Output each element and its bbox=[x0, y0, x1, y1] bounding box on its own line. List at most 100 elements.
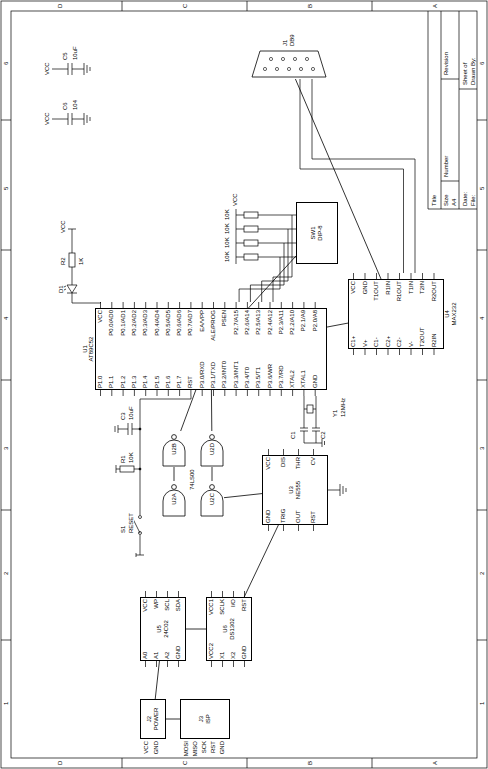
capacitor-symbol bbox=[52, 113, 90, 125]
pin-stub bbox=[157, 390, 158, 396]
gate-bubble bbox=[172, 435, 177, 440]
wire-connector bbox=[327, 323, 348, 327]
pin-name: A2 bbox=[164, 652, 170, 659]
pin-stub bbox=[156, 661, 157, 667]
led-wire bbox=[68, 229, 101, 303]
pin-stub bbox=[258, 390, 259, 396]
pin-name: SCLK bbox=[219, 599, 225, 615]
pin-name: VCC bbox=[143, 741, 149, 754]
pin-name: P0.6/AD6 bbox=[176, 310, 182, 336]
pin-name: P0.0/AD0 bbox=[108, 310, 114, 336]
zone-number: 3 bbox=[3, 447, 9, 450]
pin-name: P1.6 bbox=[165, 376, 171, 388]
pin-stub bbox=[145, 390, 146, 396]
gate-body bbox=[163, 490, 185, 516]
pin-name: P1.2 bbox=[120, 376, 126, 388]
part-reference: D1 bbox=[58, 285, 64, 293]
pin-name: P2.1/A9 bbox=[300, 310, 306, 331]
part-reference: J3 bbox=[198, 716, 205, 722]
part-reference: U2B bbox=[171, 443, 178, 455]
pin-stub bbox=[233, 661, 234, 667]
pin-name: TRIG bbox=[280, 509, 286, 523]
pin-name: V- bbox=[408, 341, 414, 347]
text-group: SW1DIP-8 bbox=[297, 203, 337, 263]
zone-number: 5 bbox=[3, 187, 9, 190]
pin-name: P0.7/AD7 bbox=[187, 310, 193, 336]
wire-connector bbox=[174, 467, 175, 481]
ic-box: SW1DIP-8 bbox=[296, 202, 338, 264]
pin-name: MOSI bbox=[183, 741, 189, 756]
text-group: U4MAX232 bbox=[443, 302, 457, 325]
pin-stub bbox=[281, 390, 282, 396]
pin-stub bbox=[224, 390, 225, 396]
wire-line bbox=[327, 323, 348, 327]
pin-name: P1.5 bbox=[154, 376, 160, 388]
title-block-field: A4 bbox=[451, 199, 457, 206]
db9-pin bbox=[287, 67, 290, 70]
db9-shell bbox=[252, 51, 326, 77]
logic-gate: U2A bbox=[162, 481, 186, 517]
db9-pin bbox=[263, 67, 266, 70]
part-value: 12MHz bbox=[340, 398, 346, 417]
title-block-field: Drawn By: bbox=[470, 57, 476, 85]
pin-name: VCC1 bbox=[208, 599, 214, 615]
pin-stub bbox=[236, 390, 237, 396]
db9-pin bbox=[299, 67, 302, 70]
pin-name: PSEN bbox=[221, 310, 227, 326]
wire-connector bbox=[244, 525, 278, 597]
wire-connector bbox=[212, 467, 213, 481]
pin-name: SCL bbox=[164, 599, 170, 611]
pin-name: VCC bbox=[265, 457, 271, 470]
text-group: U2A bbox=[162, 481, 186, 517]
resistor-symbol bbox=[244, 226, 258, 232]
part-name: DIP-8 bbox=[317, 225, 324, 240]
text-group: U2C bbox=[200, 481, 224, 517]
db9-pin bbox=[275, 67, 278, 70]
title-block-field: Number bbox=[443, 156, 449, 177]
pin-name: CV bbox=[310, 457, 316, 465]
pin-name: P3.1/TXD bbox=[210, 362, 216, 388]
ic-box: J3ISP bbox=[180, 699, 230, 739]
part-reference: U4 bbox=[444, 310, 451, 318]
zone-number: 2 bbox=[479, 572, 485, 575]
zone-number: 6 bbox=[3, 62, 9, 65]
wire-connector bbox=[224, 494, 262, 498]
pin-name: P1.3 bbox=[131, 376, 137, 388]
part-reference: U2D bbox=[209, 443, 216, 455]
pin-stub bbox=[222, 661, 223, 667]
pin-name: P3.0/RXD bbox=[199, 361, 205, 388]
pin-name: P2.3/A11 bbox=[278, 310, 284, 334]
wire-line bbox=[174, 467, 175, 481]
zone-letter: A bbox=[432, 761, 438, 765]
pin-name: P0.1/AD1 bbox=[120, 310, 126, 336]
pin-stub bbox=[213, 390, 214, 396]
pin-stub bbox=[313, 525, 314, 531]
gate-body bbox=[201, 440, 223, 466]
pin-name: GND bbox=[312, 375, 318, 388]
wire-line bbox=[295, 79, 381, 279]
pin-stub bbox=[168, 390, 169, 396]
part-value: 10uF bbox=[128, 406, 134, 420]
part-value: 74LS00 bbox=[189, 469, 195, 490]
db9-pin bbox=[269, 57, 272, 60]
part-value: 10K bbox=[128, 452, 134, 463]
pin-stub bbox=[270, 390, 271, 396]
pin-name: A0 bbox=[142, 652, 148, 659]
resistor-wire bbox=[116, 465, 140, 473]
pin-name: I/O bbox=[230, 599, 236, 607]
zone-number: 4 bbox=[3, 317, 9, 320]
pin-name: GND bbox=[153, 741, 159, 754]
pin-name: R2IN bbox=[431, 333, 437, 347]
resistor-symbol bbox=[244, 240, 258, 246]
pin-name: VCC bbox=[350, 281, 356, 294]
pin-name: THR bbox=[295, 457, 301, 469]
zone-letter: C bbox=[182, 761, 188, 765]
pin-name: SDA bbox=[175, 599, 181, 611]
vcc-symbol bbox=[136, 553, 144, 557]
wire-line bbox=[186, 629, 206, 630]
net-label: VCC bbox=[44, 62, 50, 75]
pin-stub bbox=[365, 349, 366, 355]
